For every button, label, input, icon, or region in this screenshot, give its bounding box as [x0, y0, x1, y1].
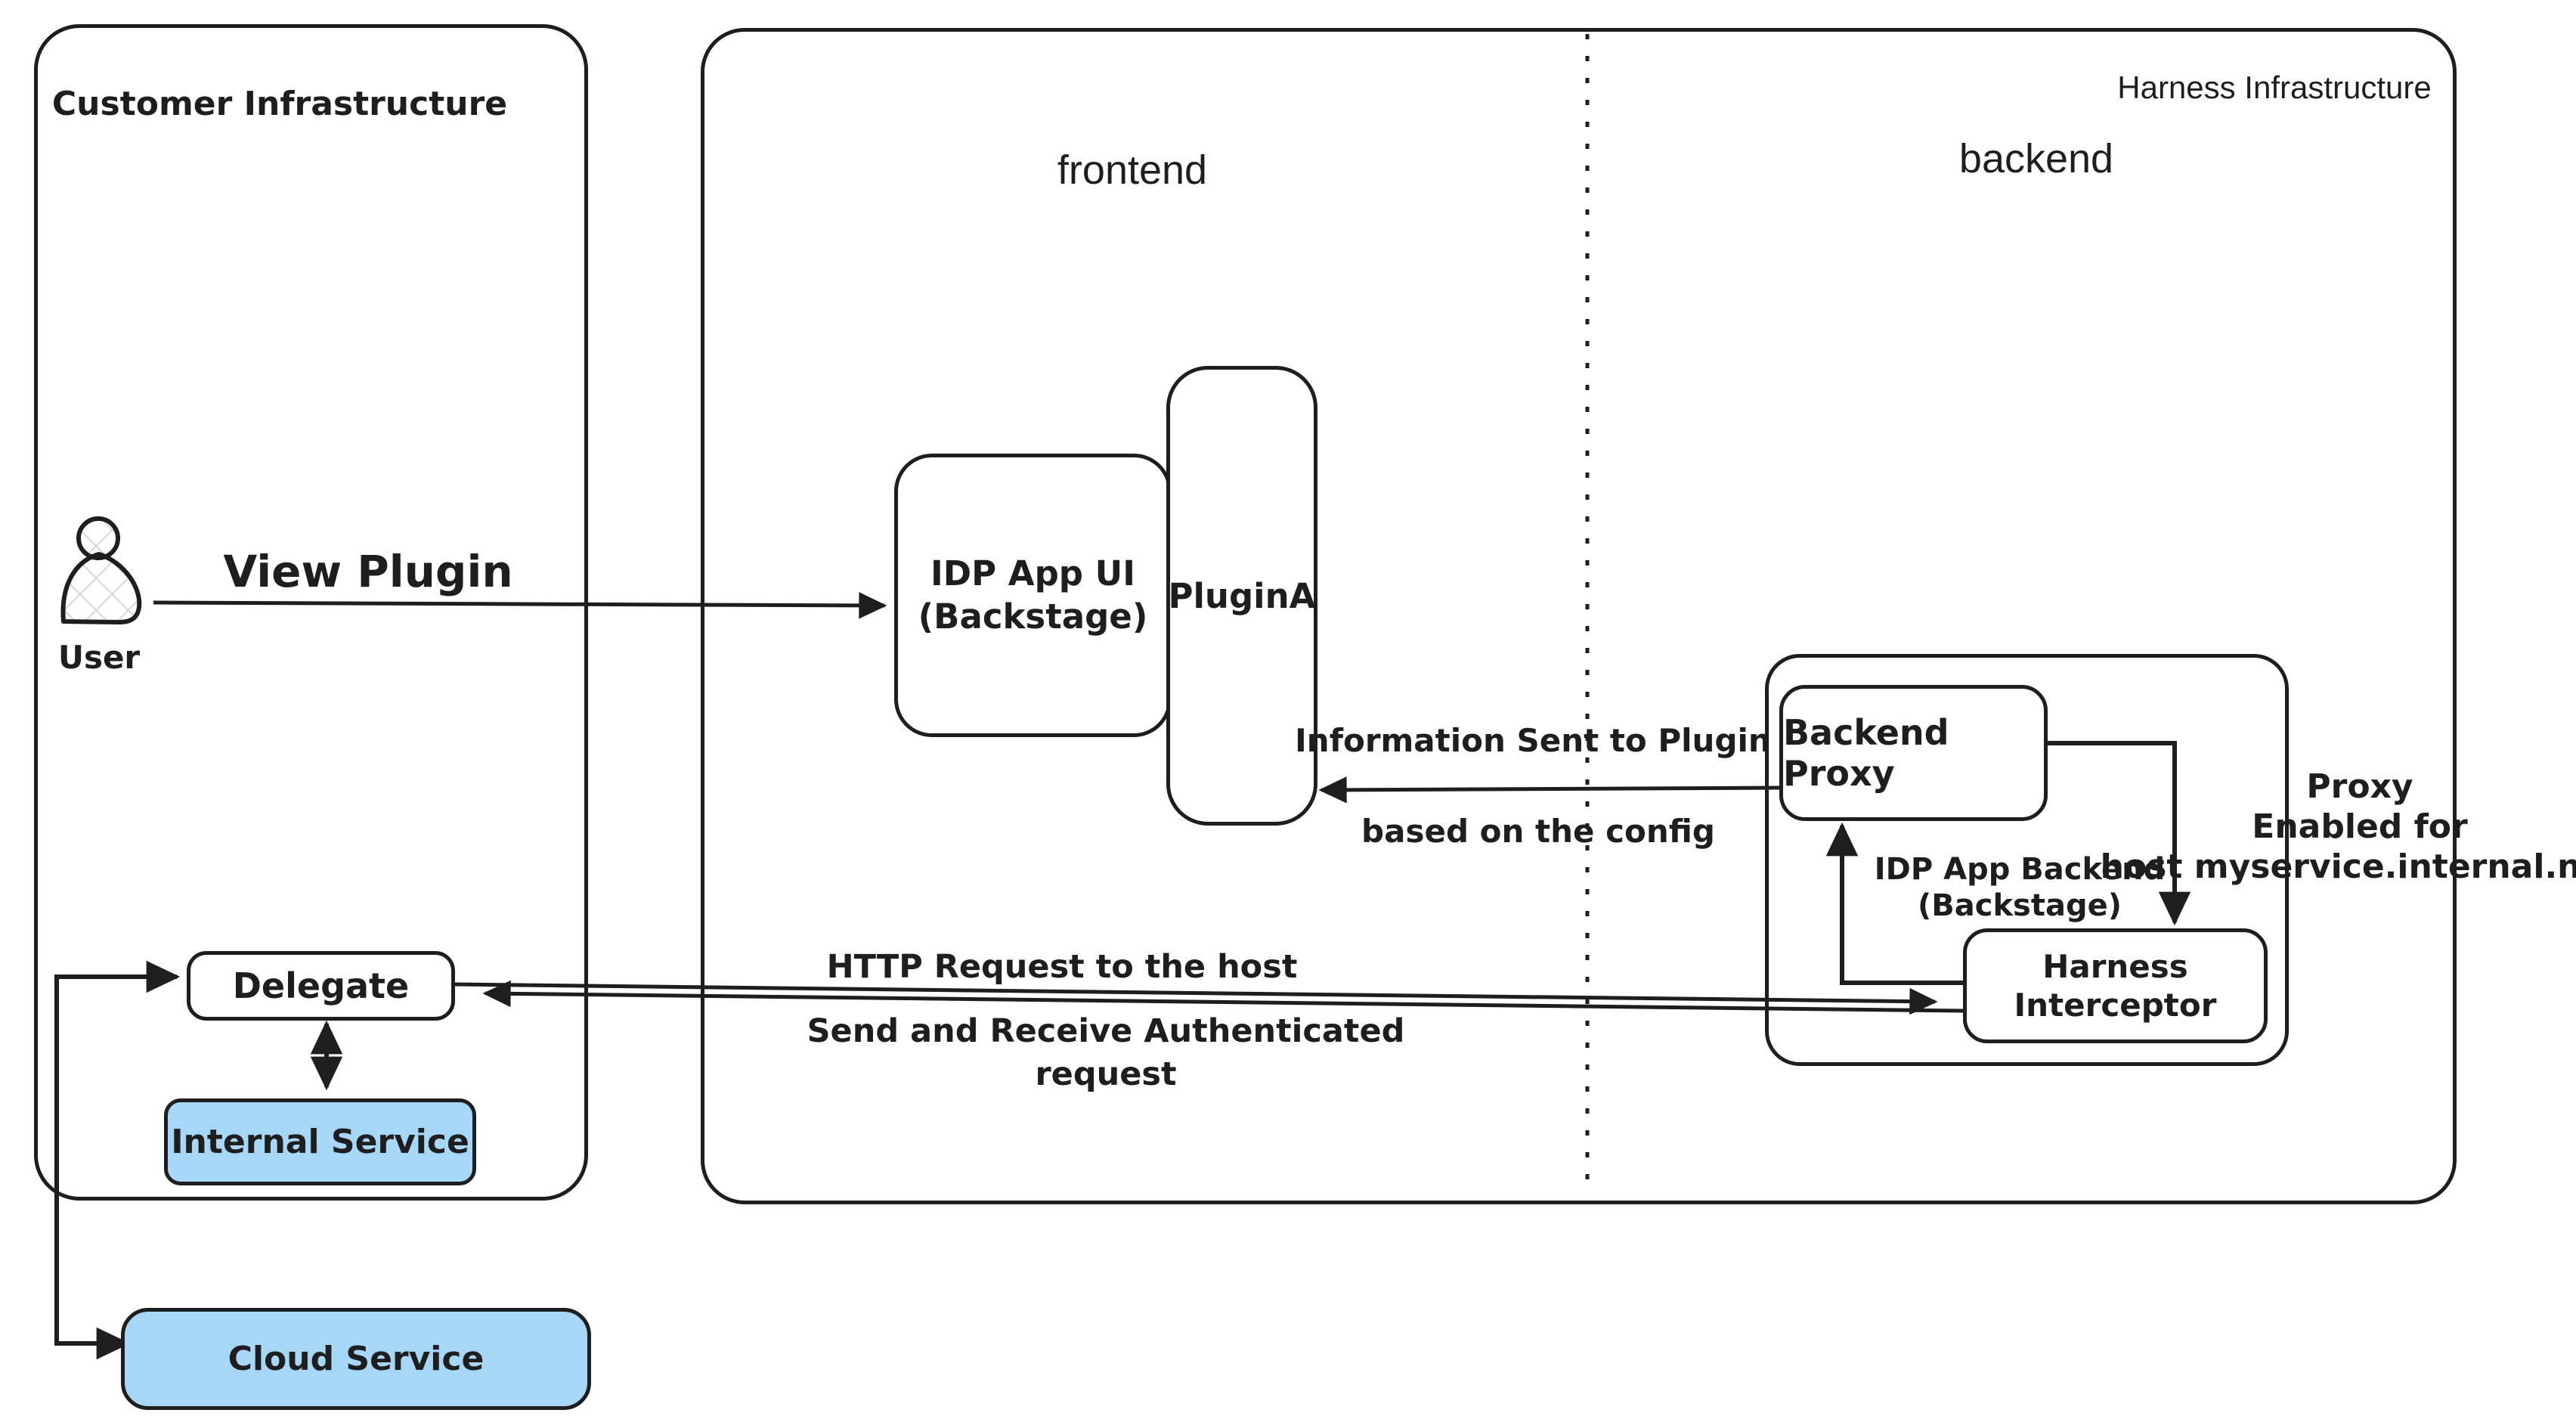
- view-plugin-arrow: [153, 592, 887, 619]
- cloud-service-node: Cloud Service: [121, 1308, 591, 1410]
- proxy-enabled-line1: Proxy: [2306, 767, 2413, 806]
- plugin-a-label: PluginA: [1168, 575, 1316, 616]
- info-sent-arrow: [1318, 776, 1780, 804]
- harness-region-title: Harness Infrastructure: [2117, 70, 2432, 105]
- idp-app-ui-label-line2: (Backstage): [918, 596, 1148, 637]
- backend-section-label: backend: [1958, 136, 2114, 181]
- proxy-to-interceptor-arrow: [2040, 741, 2191, 926]
- user-icon: [60, 516, 142, 624]
- customer-region-title: Customer Infrastructure: [51, 85, 508, 123]
- delegate-label: Delegate: [232, 965, 410, 1006]
- proxy-enabled-line2: Enabled for: [2252, 807, 2468, 846]
- delegate-node: Delegate: [187, 951, 455, 1021]
- user-label: User: [57, 639, 141, 676]
- harness-interceptor-label-line1: Harness: [2042, 947, 2188, 985]
- info-sent-edge-label-line2: based on the config: [1361, 813, 1715, 850]
- view-plugin-edge-label: View Plugin: [223, 546, 513, 597]
- interceptor-to-proxy-arrow: [1825, 822, 1963, 985]
- internal-service-node: Internal Service: [164, 1098, 476, 1185]
- info-sent-edge-label-line1: Information Sent to Plugin: [1295, 722, 1771, 759]
- idp-app-ui-label-line1: IDP App UI: [930, 553, 1135, 594]
- frontend-section-label: frontend: [1057, 147, 1208, 193]
- idp-app-backend-label-line2: (Backstage): [1917, 888, 2122, 923]
- customer-infrastructure-region: [34, 24, 588, 1201]
- authenticated-request-edge-label: Send and Receive Authenticated request: [807, 1010, 1405, 1096]
- harness-interceptor-node: Harness Interceptor: [1963, 928, 2268, 1043]
- backend-proxy-label: Backend Proxy: [1783, 712, 1949, 794]
- backend-proxy-node: Backend Proxy: [1779, 685, 2048, 821]
- plugin-a-node: PluginA: [1166, 366, 1317, 826]
- authenticated-request-line2: request: [1035, 1055, 1177, 1093]
- idp-app-backend-label: IDP App Backend (Backstage): [1875, 851, 2165, 924]
- cloud-service-label: Cloud Service: [228, 1340, 485, 1378]
- harness-infrastructure-region: [701, 28, 2457, 1204]
- interceptor-to-delegate-arrow: [482, 980, 1964, 1013]
- idp-app-backend-container: [1765, 654, 2289, 1066]
- idp-app-ui-node: IDP App UI (Backstage): [894, 454, 1172, 737]
- harness-interceptor-label-line2: Interceptor: [2014, 987, 2217, 1024]
- authenticated-request-line1: Send and Receive Authenticated: [807, 1012, 1405, 1050]
- delegate-to-interceptor-arrow: [453, 982, 1938, 1015]
- internal-service-label: Internal Service: [171, 1123, 469, 1161]
- http-request-edge-label: HTTP Request to the host: [826, 948, 1298, 986]
- idp-app-backend-label-line1: IDP App Backend: [1874, 852, 2166, 887]
- proxy-enabled-line3: host myservice.internal.net: [2100, 847, 2576, 886]
- proxy-enabled-annotation: Proxy Enabled for host myservice.interna…: [2101, 767, 2576, 887]
